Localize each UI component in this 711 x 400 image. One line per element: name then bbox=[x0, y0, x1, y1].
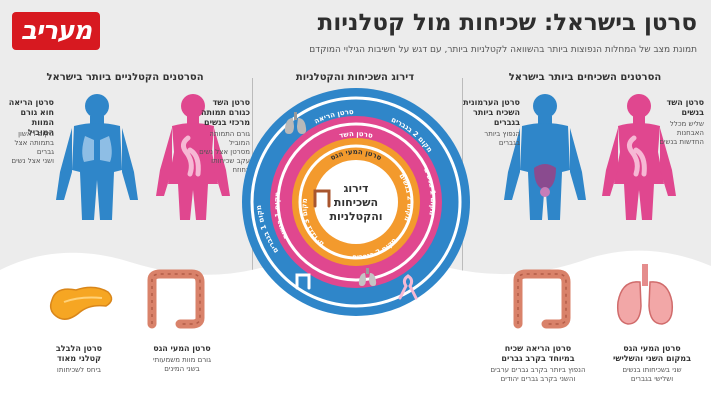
common-prostate-title: סרטן הערמונית השכיח ביותר בגברים bbox=[463, 98, 520, 127]
section-lethal-heading: הסרטנים הקטלניים ביותר בישראל bbox=[46, 72, 204, 83]
bottom-colon-left-desc: גורם מוות משמעותי בשני המינים bbox=[153, 356, 211, 373]
male-body-figure-right bbox=[504, 94, 586, 220]
page-title: סרטן בישראל: שכיחות מול קטלניות bbox=[317, 10, 697, 36]
ring-center bbox=[314, 160, 398, 244]
colon-icon-ring bbox=[313, 189, 331, 208]
female-body-figure-right bbox=[602, 94, 676, 220]
bottom-colon-left-title: סרטן המעי הגס bbox=[153, 344, 211, 353]
lethal-breast-desc: גורם התמותה המוביל מסרטן אצל נשים עקב שכ… bbox=[199, 130, 250, 174]
bottom-lung-right-desc: שני בשכיחותו בנשים ושלישי בגברים bbox=[622, 366, 682, 383]
common-breast-title: סרטן השד בנשים bbox=[666, 98, 704, 117]
lethal-lung-desc: מקום ראשון בתמותה אצל גברים ושני אצל נשי… bbox=[11, 130, 54, 165]
bottom-pancreas-title: סרטן הלבלב קטלני מאוד bbox=[55, 344, 103, 363]
colon-icon-left bbox=[147, 269, 205, 329]
ring-center-text: דירוג השכיחות והקטלניות bbox=[329, 182, 383, 223]
section-common-heading: הסרטנים השכיחים ביותר בישראל bbox=[508, 72, 662, 83]
lethal-lung-title: סרטן הריאה חוא גורם המוות המוביל bbox=[8, 98, 54, 137]
male-body-figure-left bbox=[56, 94, 138, 220]
common-breast-desc: שליש מכלל האבחנות החדשות בנשים bbox=[659, 120, 704, 146]
lungs-icon-right bbox=[616, 264, 674, 325]
lungs-icon-ring bbox=[284, 112, 307, 134]
bottom-colon-right-title: סרטן הריאה שכיח במיוחד בקרב גברים bbox=[501, 344, 575, 363]
lungs-icon-ring-bottom bbox=[358, 268, 377, 286]
bottom-lung-right-title: סרטן המעי הגס במקום השני והשלישי bbox=[613, 344, 691, 363]
ring-mid-label-text: סרטן השד bbox=[338, 130, 373, 140]
maariv-logo: מעריב bbox=[12, 12, 100, 50]
page-subtitle: תמונת מצב של המחלות הנפוצות ביותר בהשווא… bbox=[309, 45, 697, 55]
ranking-rings: מקום 2 בגברים סרטן הריאה מקום 1 בגברים ס… bbox=[242, 88, 470, 316]
bottom-wave-band bbox=[0, 250, 711, 400]
pancreas-icon bbox=[49, 286, 113, 320]
bottom-colon-right-desc: הנפוץ ביותר בקרב גברים ערבים והשני בקרב … bbox=[490, 366, 586, 383]
bottom-pancreas-desc: ביחס לשכיחותו bbox=[56, 366, 102, 374]
colon-icon-right bbox=[513, 269, 571, 329]
female-body-figure-left bbox=[156, 94, 230, 220]
common-prostate-desc: הנפוץ ביותר בגברים bbox=[484, 130, 520, 147]
lethal-breast-title: סרטן השד כגורם תמותה מרכזי בנשים bbox=[201, 98, 250, 127]
colon-icon-ring-bottom bbox=[295, 273, 311, 290]
section-ranking-heading: דירוג השכיחות והקטלניות bbox=[295, 72, 415, 83]
ribbon-icon-ring bbox=[398, 274, 418, 300]
